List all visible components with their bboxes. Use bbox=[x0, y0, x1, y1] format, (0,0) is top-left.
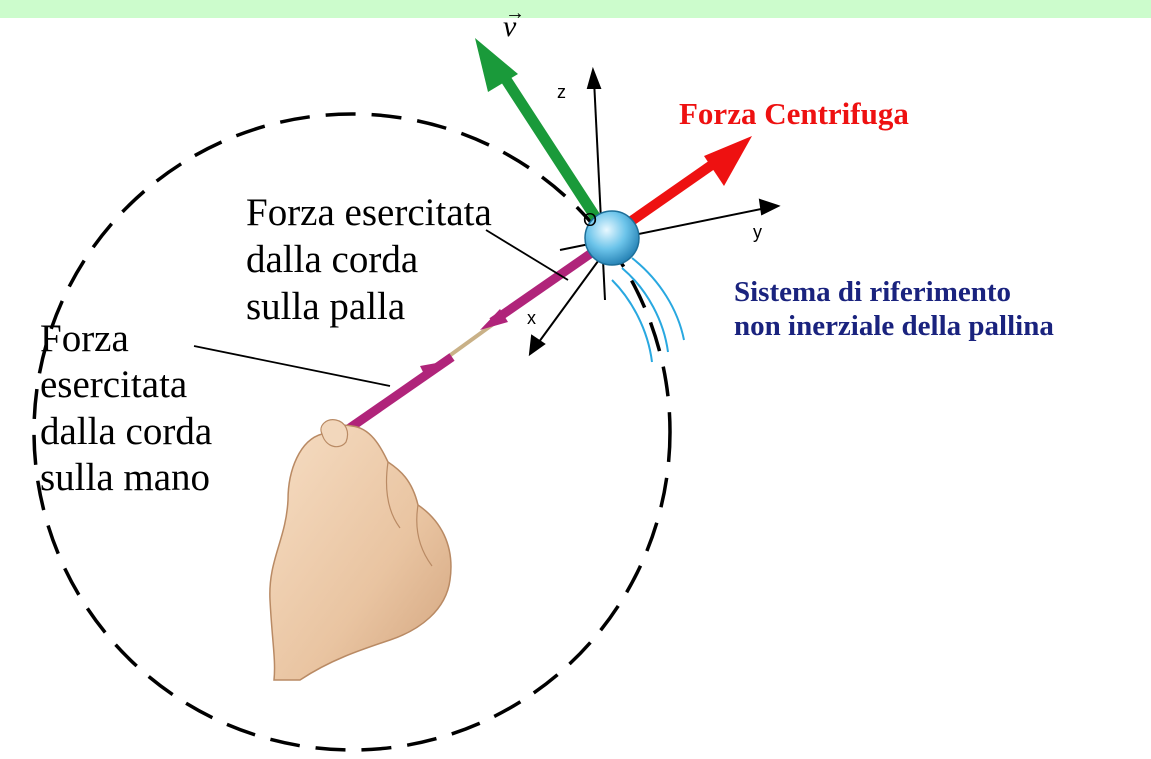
frame-title-line-1: Sistema di riferimento bbox=[734, 276, 1012, 308]
rope-on-ball-label: Forza esercitata dalla corda sulla palla bbox=[246, 190, 492, 330]
rope-on-ball-line-2: dalla corda bbox=[246, 237, 419, 281]
motion-lines bbox=[611, 257, 685, 363]
force-on-ball-arrow bbox=[480, 250, 593, 330]
rope-on-hand-label: Forza esercitata dalla corda sulla mano bbox=[40, 316, 212, 502]
pointer-line-ball bbox=[485, 229, 569, 281]
axis-z-label: z bbox=[557, 82, 566, 102]
origin-label: O bbox=[583, 210, 598, 230]
axis-y-label: y bbox=[753, 222, 762, 242]
velocity-symbol: v bbox=[503, 10, 517, 43]
top-band bbox=[0, 0, 1151, 18]
rope-on-ball-line-3: sulla palla bbox=[246, 284, 406, 328]
force-on-hand-arrow bbox=[341, 353, 455, 436]
circular-path bbox=[32, 112, 672, 752]
centrifugal-arrow bbox=[627, 136, 752, 227]
frame-title-line-2: non inerziale della pallina bbox=[734, 309, 1054, 342]
rope-on-ball-line-1: Forza esercitata bbox=[246, 191, 492, 234]
rope-on-hand-line-1: Forza bbox=[40, 317, 129, 360]
ball bbox=[584, 210, 640, 266]
hand-illustration bbox=[269, 419, 452, 681]
velocity-label: → v bbox=[503, 2, 525, 44]
rope-on-hand-line-3: dalla corda bbox=[40, 409, 213, 453]
rope-on-hand-line-2: esercitata bbox=[40, 363, 188, 407]
pointer-line-hand bbox=[193, 345, 391, 387]
axis-x-label: x bbox=[527, 308, 536, 328]
velocity-arrow bbox=[475, 38, 601, 221]
centrifugal-label: Forza Centrifuga bbox=[679, 96, 909, 131]
velocity-arrow-accent: → bbox=[505, 2, 525, 24]
rope-on-hand-line-4: sulla mano bbox=[40, 456, 211, 500]
frame-title: Sistema di riferimento non inerziale del… bbox=[734, 276, 1054, 344]
